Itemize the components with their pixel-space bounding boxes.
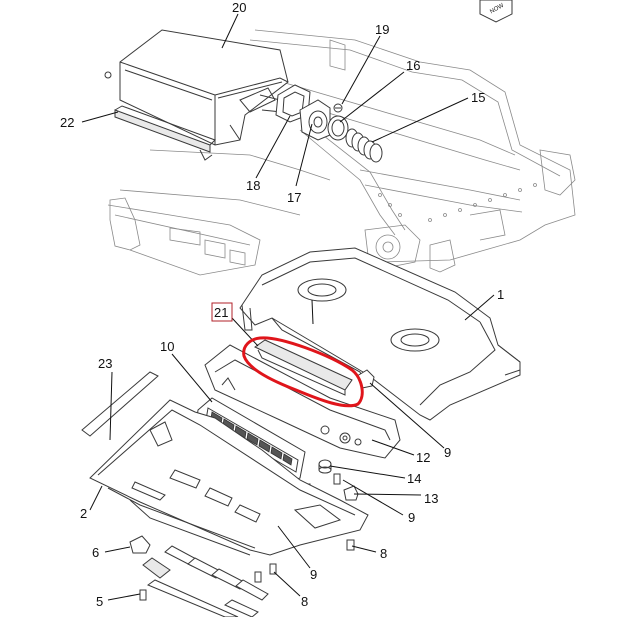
part-lower-vents (142, 545, 269, 618)
part-23-rod (81, 371, 159, 437)
part-14-nut (318, 459, 332, 474)
part-22-strip (114, 105, 216, 161)
part-15-hose (345, 128, 383, 163)
callout-5: 5 (96, 594, 103, 609)
corner-badge: NOW (479, 0, 513, 23)
callout-18: 18 (246, 178, 260, 193)
callout-2: 2 (80, 506, 87, 521)
callout-15: 15 (471, 90, 485, 105)
part-13-clip (343, 485, 359, 501)
callout-8a: 8 (380, 546, 387, 561)
callout-22: 22 (60, 115, 74, 130)
label-21-box (211, 302, 233, 322)
part-6-clip (129, 535, 151, 554)
leader-lines (81, 13, 495, 601)
callout-13: 13 (424, 491, 438, 506)
callout-6: 6 (92, 545, 99, 560)
highlight-loop (242, 336, 364, 408)
part-2-panel (89, 399, 369, 556)
callout-9c: 9 (310, 567, 317, 582)
callout-23: 23 (98, 356, 112, 371)
part-16-clamp (327, 115, 349, 141)
part-20-housing (104, 29, 289, 146)
callout-12: 12 (416, 450, 430, 465)
callout-1: 1 (497, 287, 504, 302)
part-5-strip (146, 579, 239, 618)
part-19-bolt (333, 103, 343, 113)
callout-9a: 9 (444, 445, 451, 460)
callout-8b: 8 (301, 594, 308, 609)
callout-14: 14 (407, 471, 421, 486)
chassis-frame (107, 29, 576, 276)
callout-19: 19 (375, 22, 389, 37)
callout-16: 16 (406, 58, 420, 73)
callout-20: 20 (232, 0, 246, 15)
part-21-seal (254, 339, 353, 396)
callout-21: 21 (214, 305, 228, 320)
callout-17: 17 (287, 190, 301, 205)
part-12-trim (204, 344, 401, 459)
callout-labels: 20 19 16 15 22 18 17 1 21 10 23 12 9 14 … (60, 0, 504, 609)
callout-9b: 9 (408, 510, 415, 525)
callout-10: 10 (160, 339, 174, 354)
